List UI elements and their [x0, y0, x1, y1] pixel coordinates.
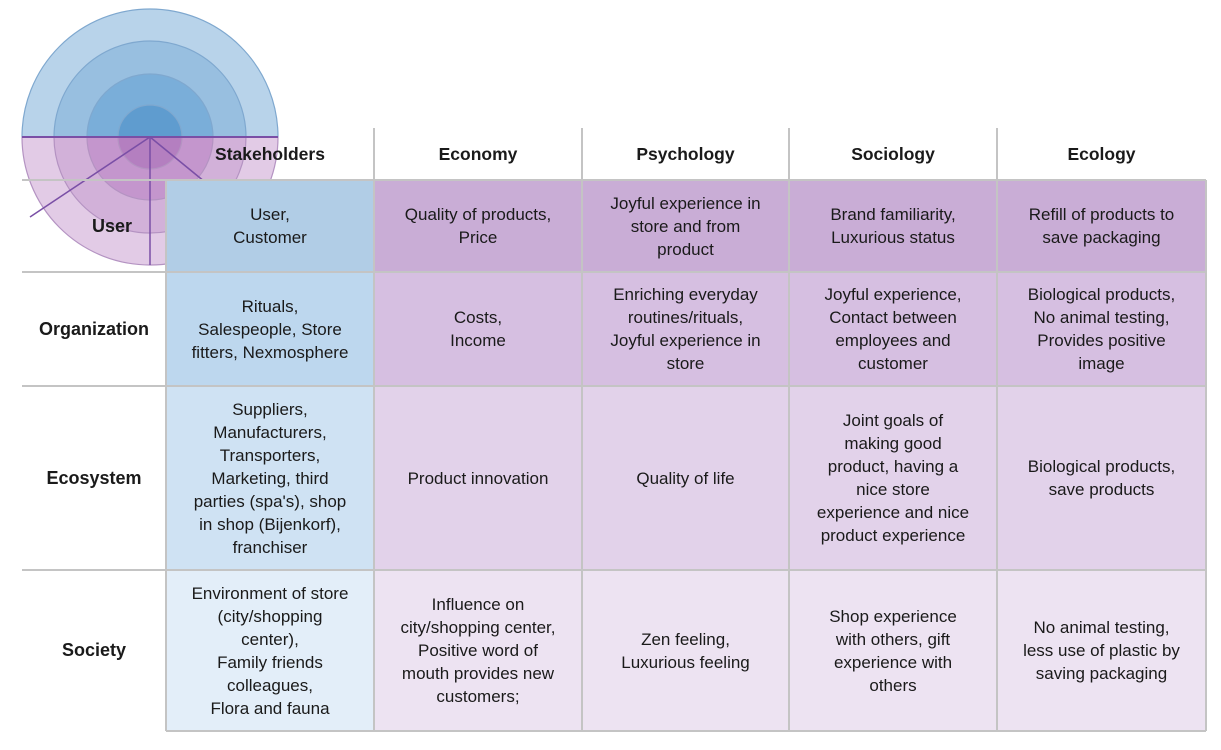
matrix-cell-user-stakeholders: User, Customer	[166, 180, 374, 272]
matrix-cell-ecosystem-stakeholders: Suppliers, Manufacturers, Transporters, …	[166, 386, 374, 570]
matrix-cell-ecosystem-ecology: Biological products, save products	[997, 386, 1206, 570]
matrix-cell-user-economy: Quality of products, Price	[374, 180, 582, 272]
row-label-user: User	[91, 215, 133, 236]
onion-ring-top-4	[117, 104, 183, 137]
column-header-psychology: Psychology	[636, 143, 735, 164]
matrix-cell-ecosystem-economy: Product innovation	[374, 386, 582, 570]
matrix-cell-user-psychology: Joyful experience in store and from prod…	[582, 180, 789, 272]
matrix-cell-organization-sociology: Joyful experience, Contact between emplo…	[789, 272, 997, 386]
column-header-economy: Economy	[438, 143, 518, 164]
matrix-cell-society-sociology: Shop experience with others, gift experi…	[789, 570, 997, 731]
column-header-ecology: Ecology	[1067, 143, 1136, 164]
matrix-cell-society-economy: Influence on city/shopping center, Posit…	[374, 570, 582, 731]
grid-line-col-3	[581, 128, 583, 731]
matrix-cell-society-ecology: No animal testing, less use of plastic b…	[997, 570, 1206, 731]
row-label-organization: Organization	[38, 318, 149, 339]
matrix-cell-user-sociology: Brand familiarity, Luxurious status	[789, 180, 997, 272]
grid-line-col-1	[165, 180, 167, 731]
grid-line-bottom	[166, 730, 1206, 732]
matrix-cell-ecosystem-sociology: Joint goals of making good product, havi…	[789, 386, 997, 570]
grid-line-col-4	[788, 128, 790, 731]
matrix-cell-society-psychology: Zen feeling, Luxurious feeling	[582, 570, 789, 731]
matrix-cell-organization-psychology: Enriching everyday routines/rituals, Joy…	[582, 272, 789, 386]
row-label-ecosystem: Ecosystem	[46, 467, 142, 488]
column-header-sociology: Sociology	[851, 143, 935, 164]
grid-line-row-2	[22, 271, 1206, 273]
stakeholder-onion-icon	[21, 8, 279, 266]
matrix-cell-ecosystem-psychology: Quality of life	[582, 386, 789, 570]
row-label-society: Society	[61, 640, 127, 660]
grid-line-col-5	[996, 128, 998, 731]
grid-line-row-3	[22, 385, 1206, 387]
onion-spoke-1	[29, 136, 151, 218]
grid-line-col-6	[1205, 180, 1207, 731]
grid-line-col-2	[373, 128, 375, 731]
matrix-cell-organization-ecology: Biological products, No animal testing, …	[997, 272, 1206, 386]
grid-line-row-1	[22, 179, 1206, 181]
column-header-stakeholders: Stakeholders	[215, 143, 325, 164]
matrix-cell-user-ecology: Refill of products to save packaging	[997, 180, 1206, 272]
matrix-cell-organization-economy: Costs, Income	[374, 272, 582, 386]
matrix-cell-organization-stakeholders: Rituals, Salespeople, Store fitters, Nex…	[166, 272, 374, 386]
grid-line-row-4	[22, 569, 1206, 571]
onion-spoke-2	[149, 136, 206, 183]
matrix-cell-society-stakeholders: Environment of store (city/shopping cent…	[166, 570, 374, 731]
